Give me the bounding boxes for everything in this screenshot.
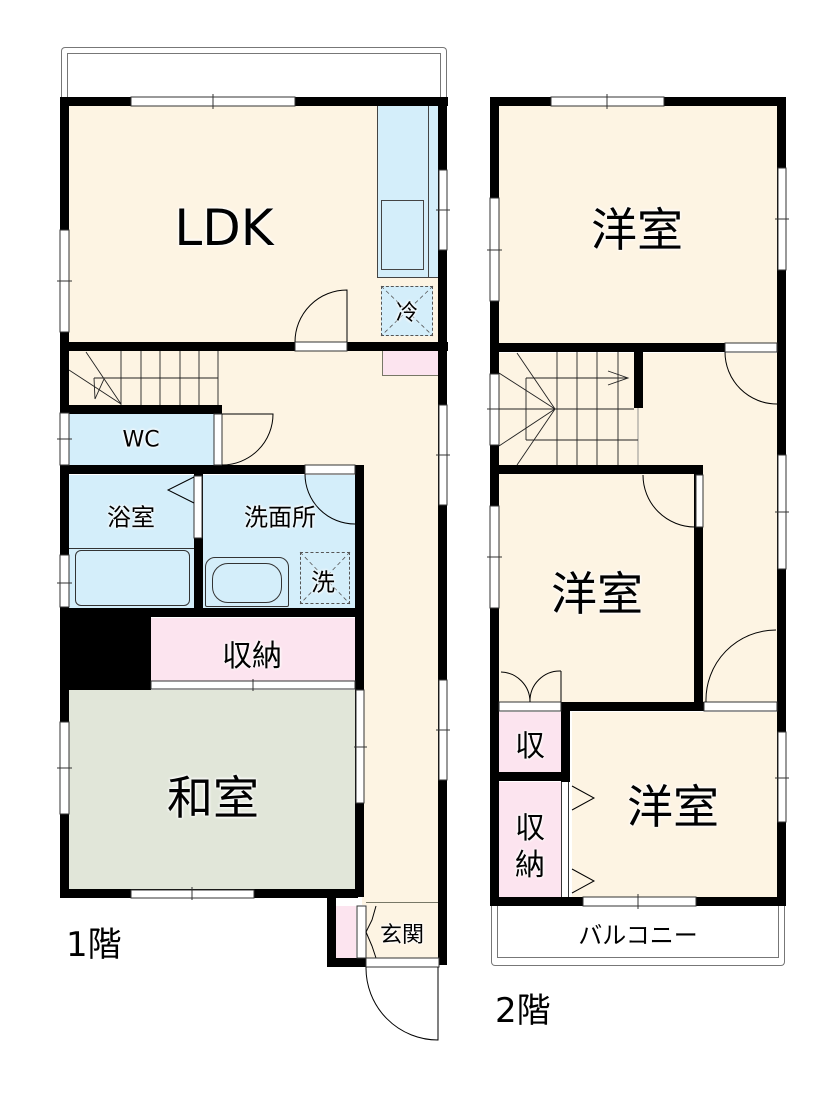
label-wc: WC xyxy=(122,427,160,453)
room-western-south xyxy=(572,712,777,897)
room-western-north xyxy=(499,106,777,346)
closet-tall xyxy=(499,782,561,897)
label-bath: 浴室 xyxy=(107,503,155,532)
label-washer: 洗 xyxy=(311,568,335,597)
label-fridge: 冷 xyxy=(395,301,419,326)
floor1-eave-outline xyxy=(61,47,447,103)
label-closet-small: 収 xyxy=(515,729,545,764)
label-closet-tall-top: 収 xyxy=(515,811,545,846)
room-ldk xyxy=(68,105,377,343)
entrance-shoe-box xyxy=(336,906,356,959)
room-storage xyxy=(151,618,355,682)
label-washroom: 洗面所 xyxy=(244,503,316,532)
label-western-middle: 洋室 xyxy=(551,567,643,621)
hallway-side xyxy=(362,350,439,905)
label-balcony: バルコニー xyxy=(578,921,698,950)
label-western-north: 洋室 xyxy=(591,203,683,257)
floor2-label: 2階 xyxy=(495,991,551,1031)
room-washroom xyxy=(203,475,355,609)
floor1-label: 1階 xyxy=(66,925,122,965)
label-ldk: LDK xyxy=(174,199,274,257)
room-bath xyxy=(68,475,194,609)
label-western-south: 洋室 xyxy=(627,780,719,834)
bath-divider xyxy=(68,548,194,549)
closet-tall-sliding xyxy=(561,782,569,897)
kitchen-counter-divider xyxy=(428,105,429,278)
wash-basin-bowl xyxy=(212,563,282,603)
washer-space xyxy=(300,552,350,604)
label-closet-tall-bottom: 納 xyxy=(515,848,545,883)
label-japanese-room: 和室 xyxy=(167,771,259,825)
balcony-inner xyxy=(497,903,779,958)
kitchen-sink xyxy=(381,200,424,270)
label-storage: 収納 xyxy=(222,639,282,674)
label-entrance: 玄関 xyxy=(379,923,425,948)
closet-small xyxy=(499,712,561,772)
wash-basin xyxy=(205,557,289,607)
room-wc xyxy=(68,413,214,465)
bathtub xyxy=(75,550,190,606)
floor1-eave-inner xyxy=(67,53,441,103)
room-western-middle xyxy=(499,475,694,700)
room-japanese xyxy=(68,690,355,895)
room-entrance xyxy=(366,902,439,958)
balcony-outline xyxy=(491,903,785,966)
hallway-shelf xyxy=(382,350,438,376)
